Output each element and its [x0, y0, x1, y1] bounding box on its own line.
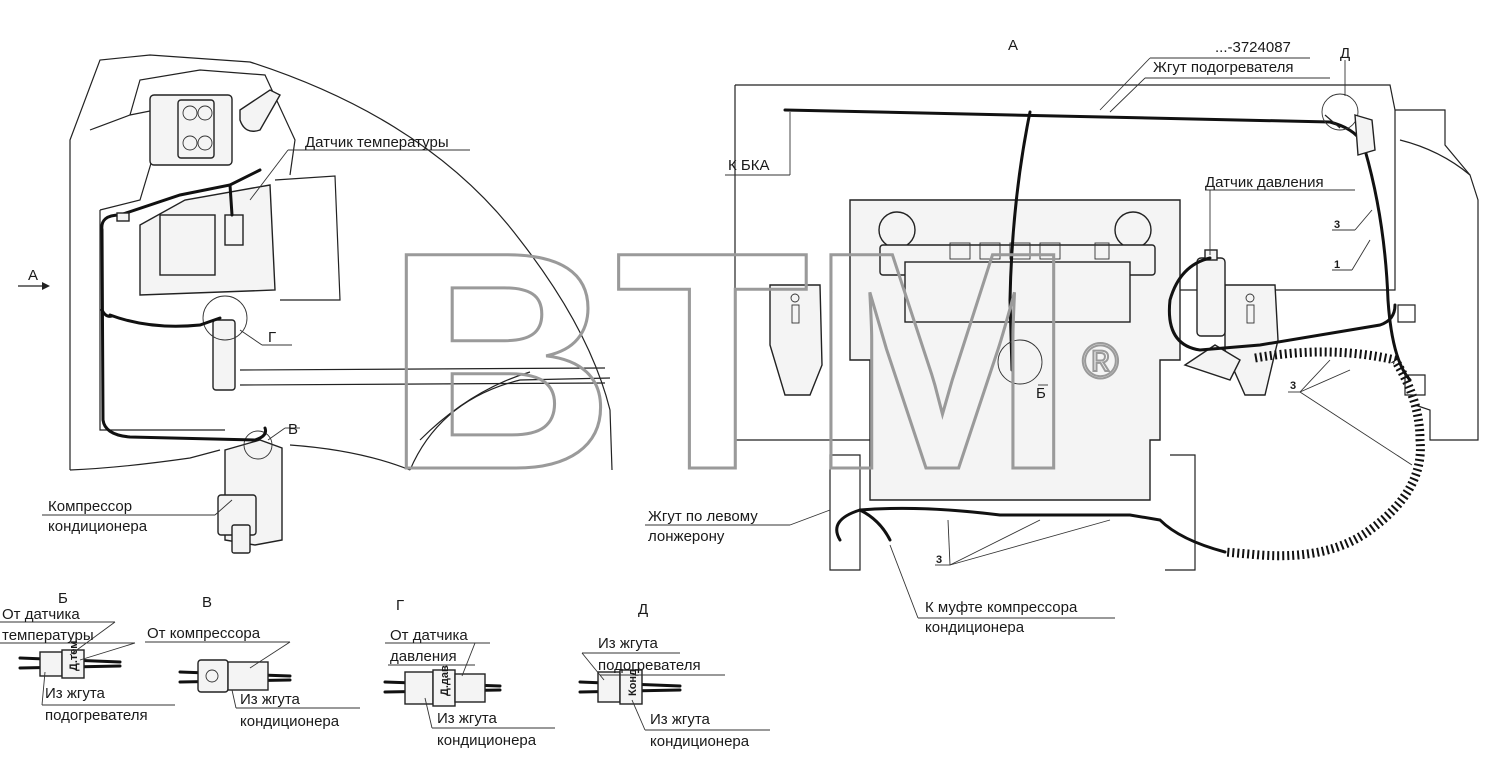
detail-d-title: Д [638, 601, 648, 618]
left-harness-label-1: Жгут по левому [648, 508, 758, 525]
marker-g: Г [268, 329, 276, 346]
right-view [645, 57, 1479, 619]
pressure-sensor-label: Датчик давления [1205, 174, 1324, 191]
view-a-arrow-label: А [28, 267, 38, 284]
detail-g-from-1: От датчика [390, 627, 468, 644]
heater-harness-left [100, 228, 267, 442]
watermark: BTM ® [384, 186, 1121, 536]
watermark-text: BTM [385, 187, 1075, 534]
to-bka-label: К БКА [728, 157, 770, 174]
callout-3-top: 3 [1334, 219, 1340, 231]
coupling-label-1: К муфте компрессора [925, 599, 1078, 616]
left-harness-label-2: лонжерону [648, 528, 725, 545]
compressor [217, 430, 283, 554]
detail-b-from-1: От датчика [2, 606, 80, 623]
labels: А А ...-3724087 Жгут подогревателя Д К Б… [2, 37, 1350, 750]
detail-b-into-2: подогревателя [45, 707, 148, 724]
marker-d: Д [1340, 45, 1350, 62]
coupling-label-2: кондиционера [925, 619, 1025, 636]
detail-d-tag: Конд [627, 669, 639, 696]
detail-g-tag: Д.дав [439, 665, 451, 696]
corrugated-harness [1224, 347, 1425, 561]
detail-g: Д.дав [383, 642, 555, 729]
detail-b: Д.тем [0, 621, 175, 706]
pressure-sensor [1196, 257, 1226, 337]
detail-b-into-1: Из жгута [45, 685, 106, 702]
detail-v-title: В [202, 594, 212, 611]
detail-d: Конд [578, 652, 770, 731]
callout-3-bottom: 3 [936, 554, 942, 566]
detail-g-from-2: давления [390, 648, 457, 665]
detail-d-from-1: Из жгута [598, 635, 659, 652]
detail-b-tag: Д.тем [68, 641, 80, 671]
marker-v: В [288, 421, 298, 438]
temp-sensor-label: Датчик температуры [305, 134, 449, 151]
left-view [18, 54, 613, 554]
callout-3-mid: 3 [1290, 380, 1296, 392]
detail-d-into-2: кондиционера [650, 733, 750, 750]
detail-d-into-1: Из жгута [650, 711, 711, 728]
detail-v-into-2: кондиционера [240, 713, 340, 730]
callout-1: 1 [1334, 259, 1340, 271]
detail-b-title: Б [58, 590, 68, 607]
view-a-label: А [1008, 37, 1018, 54]
detail-g-into-1: Из жгута [437, 710, 498, 727]
part-number: ...-3724087 [1215, 39, 1291, 56]
detail-v [145, 641, 360, 709]
compressor-label-2: кондиционера [48, 518, 148, 535]
compressor-label-1: Компрессор [48, 498, 132, 515]
detail-v-into-1: Из жгута [240, 691, 301, 708]
detail-v-from: От компрессора [147, 625, 261, 642]
marker-b: Б [1036, 385, 1046, 402]
pressure-sensor-left [212, 319, 236, 391]
detail-g-title: Г [396, 597, 404, 614]
detail-d-from-2: подогревателя [598, 657, 701, 674]
heater-harness [783, 108, 1412, 382]
watermark-reg: ® [1082, 333, 1119, 389]
heater-harness-label: Жгут подогревателя [1153, 59, 1293, 76]
detail-b-from-2: температуры [2, 627, 94, 644]
detail-g-into-2: кондиционера [437, 732, 537, 749]
